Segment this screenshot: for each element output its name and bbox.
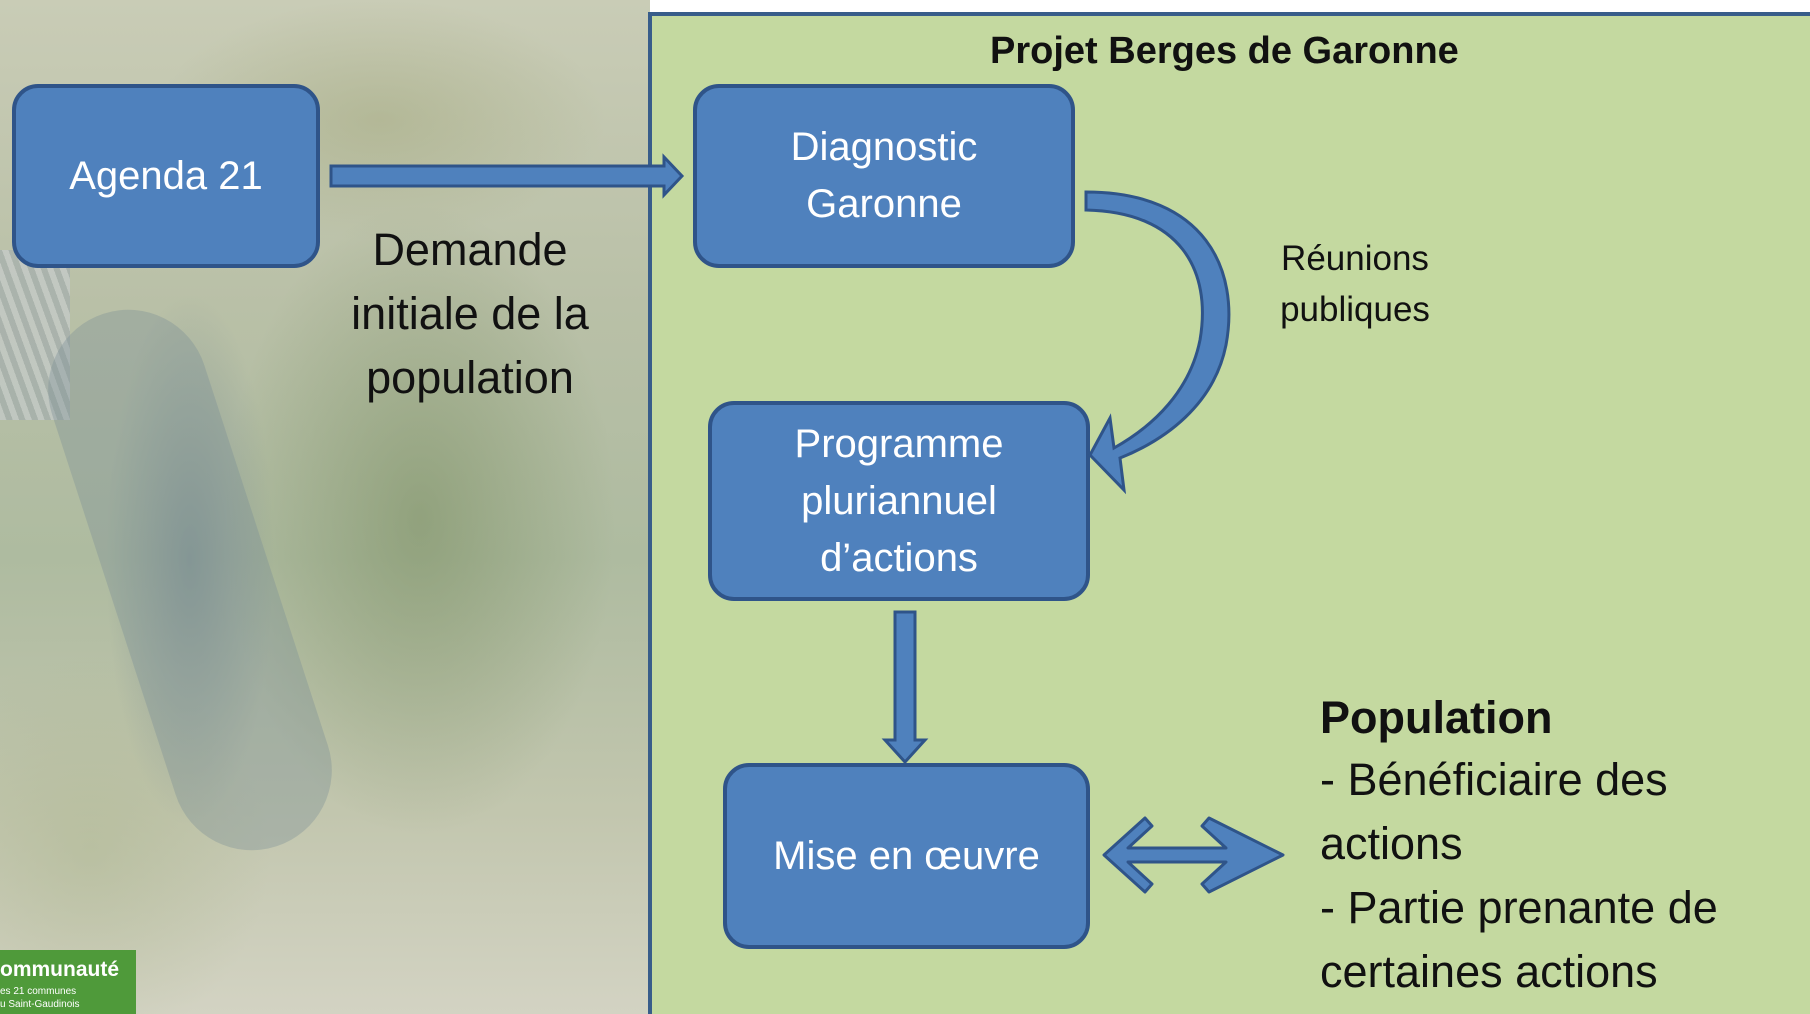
logo-line3: u Saint-Gaudinois (0, 999, 80, 1010)
demande-line2: initiale de la (351, 288, 589, 339)
double-arrow-mise-population (1102, 816, 1285, 894)
photo-field (0, 250, 70, 420)
diagnostic-line2: Garonne (806, 182, 962, 226)
logo-line1: ommunauté (0, 958, 120, 981)
programme-line2: pluriannuel (801, 478, 997, 523)
programme-box: Programme pluriannuel d’actions (708, 401, 1090, 601)
population-block: Population - Bénéficiaire des actions - … (1320, 688, 1800, 1004)
population-line-3: - Partie prenante de (1320, 882, 1718, 933)
population-line-2: actions (1320, 818, 1463, 869)
demande-line1: Demande (372, 224, 568, 275)
population-line-1: - Bénéficiaire des (1320, 754, 1668, 805)
mise-en-oeuvre-label: Mise en œuvre (773, 833, 1040, 878)
reunions-line1: Réunions (1281, 239, 1429, 278)
arrow-programme-to-mise (881, 610, 929, 765)
programme-line1: Programme (794, 421, 1004, 466)
curved-arrow-diagnostic-to-programme (1084, 190, 1231, 495)
communaute-logo: ommunauté es 21 communes u Saint-Gaudino… (0, 950, 136, 1014)
agenda-21-label: Agenda 21 (69, 153, 263, 198)
reunions-label: Réunions publiques (1250, 233, 1460, 335)
arrow-agenda-to-diagnostic (329, 153, 685, 199)
mise-en-oeuvre-box: Mise en œuvre (723, 763, 1090, 949)
reunions-line2: publiques (1280, 290, 1430, 329)
logo-line2: es 21 communes (0, 986, 77, 997)
diagnostic-line1: Diagnostic (790, 125, 978, 169)
programme-line3: d’actions (820, 535, 978, 580)
population-line-4: certaines actions (1320, 946, 1658, 997)
panel-title: Projet Berges de Garonne (990, 30, 1459, 72)
demande-label: Demande initiale de la population (320, 218, 620, 410)
demande-line3: population (366, 352, 574, 403)
diagnostic-box: Diagnostic Garonne (693, 84, 1075, 268)
agenda-21-box: Agenda 21 (12, 84, 320, 268)
population-title: Population (1320, 692, 1553, 743)
